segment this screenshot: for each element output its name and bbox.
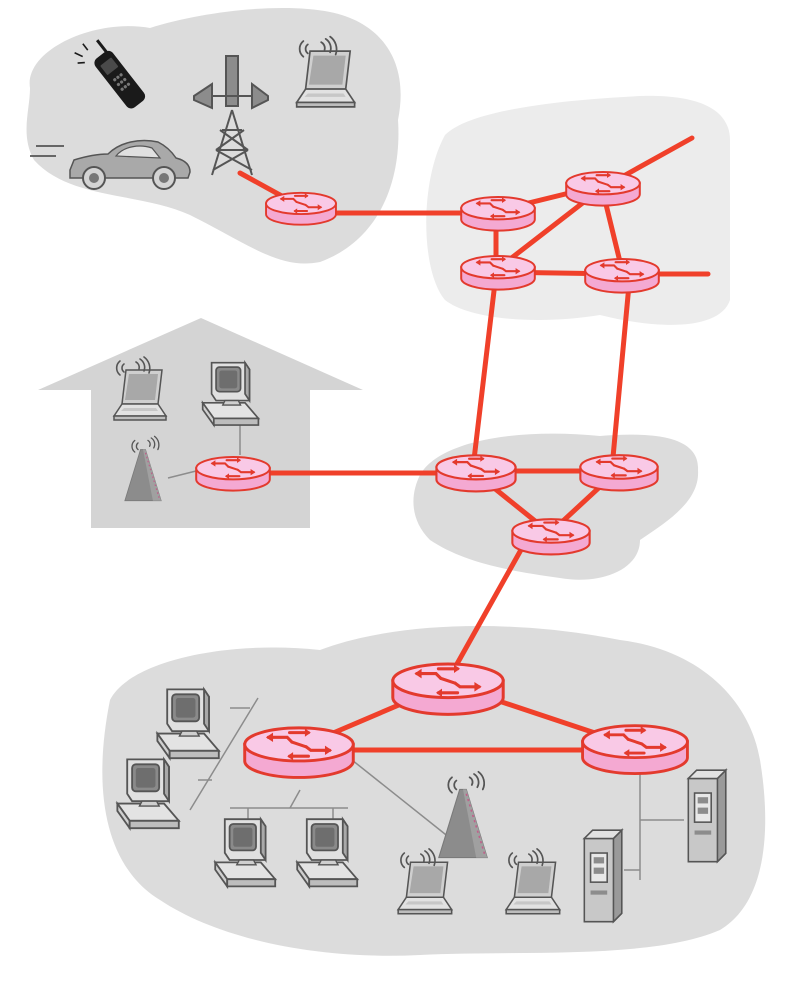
desktop-pc-icon — [214, 818, 277, 888]
region-mobile-network — [26, 7, 401, 264]
desktop-pc-icon — [156, 688, 220, 760]
cell-phone-icon — [74, 39, 146, 109]
desktop-pc-icon — [201, 361, 260, 426]
region-home-network — [38, 318, 363, 528]
server-icon — [687, 769, 727, 863]
router-icon — [460, 195, 536, 232]
desktop-pc-icon — [296, 818, 359, 888]
desktop-pc-icon — [116, 758, 180, 830]
server-icon — [583, 829, 623, 923]
router-icon — [243, 726, 355, 780]
router-icon — [511, 518, 591, 556]
link-r-isp-c-r-reg-a — [470, 271, 499, 471]
region-regional-isp — [413, 433, 699, 580]
router-icon — [579, 454, 659, 492]
router-icon — [584, 257, 660, 294]
router-icon — [460, 254, 536, 291]
link-r-reg-c-r-inst-top — [445, 545, 525, 683]
link-r-isp-d-r-reg-b — [609, 271, 633, 471]
router-icon — [265, 191, 337, 226]
router-icon — [565, 170, 641, 207]
cell-tower-icon — [193, 55, 269, 176]
router-icon — [195, 455, 271, 492]
router-icon — [581, 724, 689, 776]
car-icon — [30, 139, 191, 190]
router-icon — [435, 454, 517, 493]
lan-wiring — [167, 420, 684, 880]
router-icon — [391, 662, 505, 717]
